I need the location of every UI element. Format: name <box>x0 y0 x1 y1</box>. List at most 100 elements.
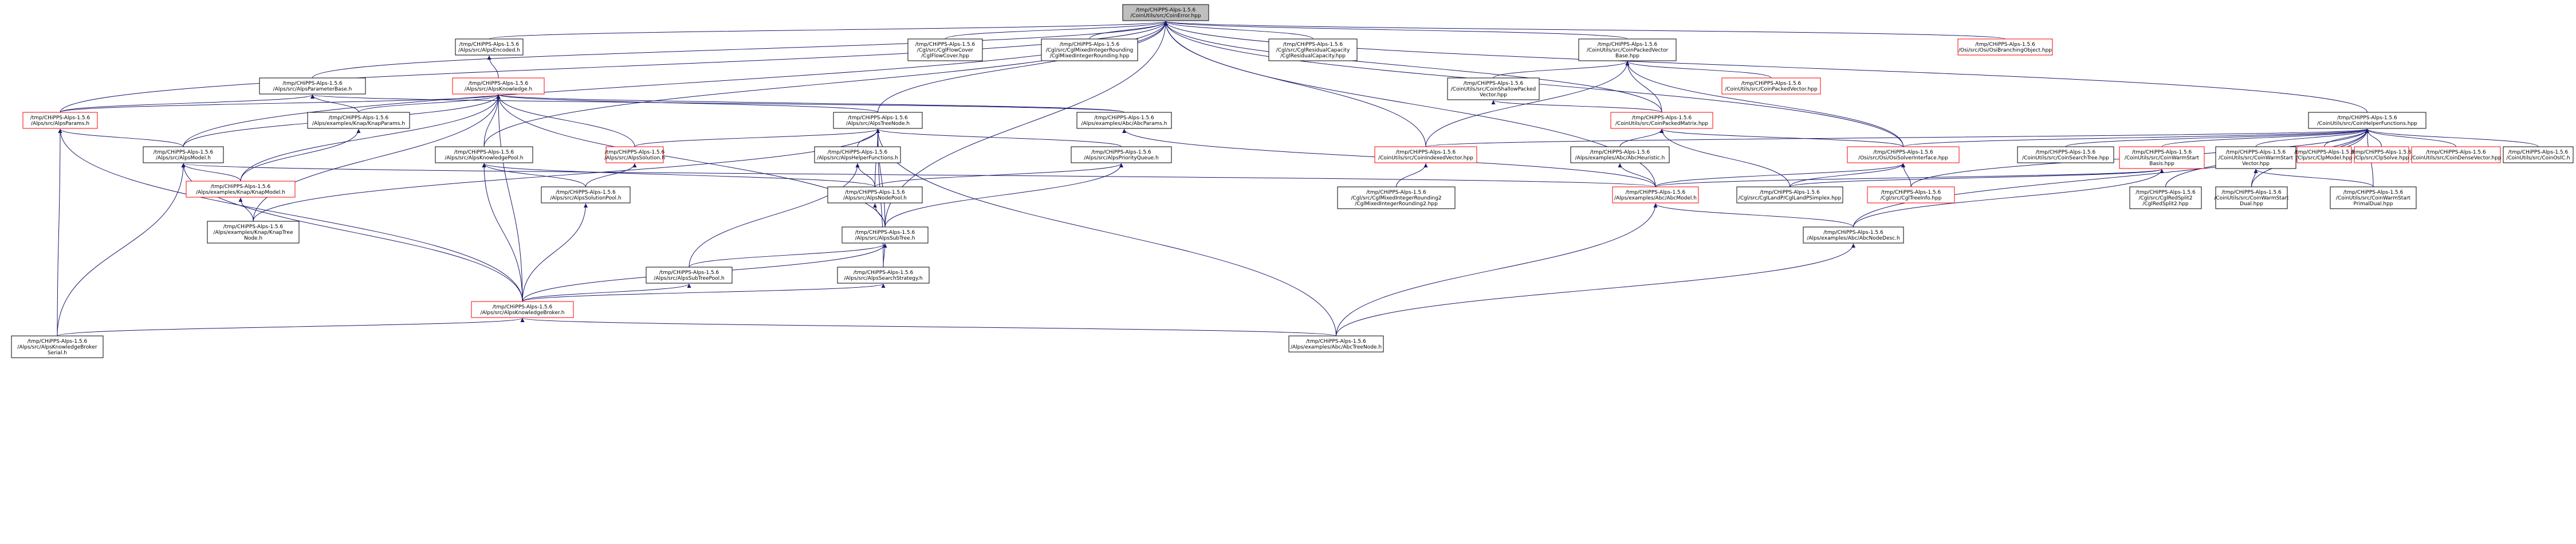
node-label-line: /Alps/examples/Abc/AbcHeuristic.h <box>1575 155 1665 161</box>
graph-node[interactable]: /tmp/CHiPPS-Alps-1.5.6/Alps/src/AlpsSolu… <box>604 146 665 163</box>
include-edge <box>57 318 525 336</box>
graph-node[interactable]: /tmp/CHiPPS-Alps-1.5.6/Alps/src/AlpsKnow… <box>452 77 545 95</box>
node-label-line: Vector.hpp <box>1480 92 1507 98</box>
graph-node[interactable]: /tmp/CHiPPS-Alps-1.5.6/Alps/examples/Abc… <box>1076 112 1172 129</box>
graph-node[interactable]: /tmp/CHiPPS-Alps-1.5.6/Osi/src/Osi/OsiBr… <box>1957 38 2053 56</box>
graph-node[interactable]: /tmp/CHiPPS-Alps-1.5.6/Osi/src/Osi/OsiSo… <box>1847 146 1960 163</box>
include-edge <box>1425 128 2369 147</box>
node-box <box>307 112 410 129</box>
graph-node[interactable]: /tmp/CHiPPS-Alps-1.5.6/Alps/examples/Kna… <box>307 112 410 129</box>
include-edge <box>60 94 314 113</box>
node-label-line: /Alps/src/AlpsEncoded.h <box>458 48 520 53</box>
graph-node[interactable]: /tmp/CHiPPS-Alps-1.5.6/Alps/src/AlpsSubT… <box>841 226 929 244</box>
node-label-line: /Clp/src/ClpSolve.hpp <box>2354 155 2409 161</box>
include-edge <box>482 163 875 187</box>
graph-node[interactable]: /tmp/CHiPPS-Alps-1.5.6/CoinUtils/src/Coi… <box>2308 112 2426 129</box>
graph-node[interactable]: /tmp/CHiPPS-Alps-1.5.6/Alps/examples/Abc… <box>1612 186 1699 203</box>
node-box <box>259 77 366 95</box>
graph-node[interactable]: /tmp/CHiPPS-Alps-1.5.6/CoinUtils/src/Coi… <box>1578 38 1677 61</box>
graph-node[interactable]: /tmp/CHiPPS-Alps-1.5.6/Alps/examples/Kna… <box>186 181 296 198</box>
graph-node: /tmp/CHiPPS-Alps-1.5.6/CoinUtils/src/Coi… <box>1122 4 1209 21</box>
graph-node[interactable]: /tmp/CHiPPS-Alps-1.5.6/CoinUtils/src/Coi… <box>1374 146 1477 163</box>
include-edge <box>1625 61 1662 113</box>
graph-node[interactable]: /tmp/CHiPPS-Alps-1.5.6/Alps/src/AlpsSear… <box>837 267 930 284</box>
node-label-line: /Cgl/src/CglFlowCover <box>917 48 973 53</box>
graph-node[interactable]: /tmp/CHiPPS-Alps-1.5.6/CoinUtils/src/Coi… <box>2119 146 2205 169</box>
graph-node[interactable]: /tmp/CHiPPS-Alps-1.5.6/Cgl/src/CglMixedI… <box>1041 38 1138 61</box>
node-label-line: /tmp/CHiPPS-Alps-1.5.6 <box>828 150 888 155</box>
node-label-line: /tmp/CHiPPS-Alps-1.5.6 <box>469 81 529 87</box>
graph-node[interactable]: /tmp/CHiPPS-Alps-1.5.6/Alps/src/AlpsKnow… <box>11 335 104 358</box>
node-label-line: /Alps/src/AlpsParameterBase.h <box>273 87 352 92</box>
node-label-line: /tmp/CHiPPS-Alps-1.5.6 <box>454 150 514 155</box>
graph-node[interactable]: /tmp/CHiPPS-Alps-1.5.6/CoinUtils/src/Coi… <box>1447 77 1540 100</box>
include-edge <box>310 94 1124 113</box>
graph-node[interactable]: /tmp/CHiPPS-Alps-1.5.6/Alps/src/AlpsTree… <box>833 112 923 129</box>
include-edge <box>522 203 588 302</box>
graph-node[interactable]: /tmp/CHiPPS-Alps-1.5.6/CoinUtils/src/Coi… <box>2410 146 2502 163</box>
node-label-line: /Alps/src/AlpsTreeNode.h <box>846 121 910 127</box>
graph-node[interactable]: /tmp/CHiPPS-Alps-1.5.6/Alps/src/AlpsKnow… <box>471 301 574 318</box>
graph-node[interactable]: /tmp/CHiPPS-Alps-1.5.6/Alps/src/AlpsSubT… <box>646 267 733 284</box>
include-edge <box>1618 163 1656 187</box>
graph-node[interactable]: /tmp/CHiPPS-Alps-1.5.6/Alps/src/AlpsPara… <box>259 77 366 95</box>
node-label-line: /CoinUtils/src/CoinOslC.h <box>2506 155 2570 161</box>
incomplete-node-box <box>1847 146 1960 163</box>
include-edge <box>689 163 860 268</box>
graph-node[interactable]: /tmp/CHiPPS-Alps-1.5.6/CoinUtils/src/Coi… <box>2330 186 2417 209</box>
node-label-line: /tmp/CHiPPS-Alps-1.5.6 <box>1060 42 1120 48</box>
graph-node[interactable]: /tmp/CHiPPS-Alps-1.5.6/Cgl/src/CglMixedI… <box>1337 186 1456 209</box>
node-label-line: /tmp/CHiPPS-Alps-1.5.6 <box>1464 81 1524 87</box>
graph-node[interactable]: /tmp/CHiPPS-Alps-1.5.6/CoinUtils/src/Coi… <box>2214 186 2289 209</box>
graph-node[interactable]: /tmp/CHiPPS-Alps-1.5.6/CoinUtils/src/Coi… <box>2503 146 2574 163</box>
graph-node[interactable]: /tmp/CHiPPS-Alps-1.5.6/CoinUtils/src/Coi… <box>2017 146 2114 163</box>
include-edge <box>240 94 501 182</box>
node-label-line: /CoinUtils/src/CoinPackedVector.hpp <box>1725 87 1818 92</box>
include-edge <box>1903 128 2369 147</box>
graph-node[interactable]: /tmp/CHiPPS-Alps-1.5.6/Alps/src/AlpsSolu… <box>541 186 631 203</box>
include-edge <box>522 283 691 302</box>
node-label-line: /Cgl/src/CglResidualCapacity <box>1276 48 1350 53</box>
include-edge <box>240 128 361 182</box>
node-label-line: /Alps/examples/Abc/AbcModel.h <box>1614 195 1697 201</box>
graph-node[interactable]: /tmp/CHiPPS-Alps-1.5.6/CoinUtils/src/Coi… <box>1721 77 1821 95</box>
graph-node[interactable]: /tmp/CHiPPS-Alps-1.5.6/CoinUtils/src/Coi… <box>2215 146 2296 169</box>
graph-node[interactable]: /tmp/CHiPPS-Alps-1.5.6/Cgl/src/CglRedSpl… <box>2129 186 2202 209</box>
graph-node[interactable]: /tmp/CHiPPS-Alps-1.5.6/Alps/examples/Kna… <box>207 221 300 244</box>
node-label-line: /Alps/src/AlpsSubTreePool.h <box>654 276 724 281</box>
node-label-line: /Clp/src/ClpModel.hpp <box>2296 155 2353 161</box>
graph-node[interactable]: /tmp/CHiPPS-Alps-1.5.6/Cgl/src/CglFlowCo… <box>907 38 983 61</box>
graph-node[interactable]: /tmp/CHiPPS-Alps-1.5.6/Cgl/src/CglLandP/… <box>1736 186 1843 203</box>
graph-node[interactable]: /tmp/CHiPPS-Alps-1.5.6/Alps/examples/Abc… <box>1288 335 1384 353</box>
node-label-line: /CoinUtils/src/CoinIndexedVector.hpp <box>1378 155 1473 161</box>
graph-node[interactable]: /tmp/CHiPPS-Alps-1.5.6/Alps/src/AlpsNode… <box>827 186 923 203</box>
node-label-line: /CglMixedIntegerRounding.hpp <box>1050 53 1130 59</box>
graph-node[interactable]: /tmp/CHiPPS-Alps-1.5.6/Alps/src/AlpsPara… <box>22 112 98 129</box>
node-label-line: /tmp/CHiPPS-Alps-1.5.6 <box>2132 150 2192 155</box>
include-edge <box>496 94 878 113</box>
graph-node[interactable]: /tmp/CHiPPS-Alps-1.5.6/Alps/examples/Abc… <box>1803 226 1904 244</box>
graph-node[interactable]: /tmp/CHiPPS-Alps-1.5.6/Alps/src/AlpsHelp… <box>814 146 901 163</box>
node-label-line: /Alps/src/AlpsParams.h <box>31 121 89 127</box>
graph-node[interactable]: /tmp/CHiPPS-Alps-1.5.6/Alps/examples/Abc… <box>1570 146 1670 163</box>
incomplete-node-box <box>1721 77 1821 95</box>
node-label-line: /CoinUtils/src/CoinWarmStart <box>2125 155 2200 161</box>
graph-node[interactable]: /tmp/CHiPPS-Alps-1.5.6/Alps/src/AlpsPrio… <box>1071 146 1172 163</box>
node-label-line: /tmp/CHiPPS-Alps-1.5.6 <box>1881 190 1941 195</box>
node-label-line: /Alps/src/AlpsKnowledgePool.h <box>445 155 523 161</box>
node-label-line: /tmp/CHiPPS-Alps-1.5.6 <box>1760 190 1820 195</box>
node-box <box>435 146 533 163</box>
graph-node[interactable]: /tmp/CHiPPS-Alps-1.5.6/Alps/src/AlpsKnow… <box>435 146 533 163</box>
graph-node[interactable]: /tmp/CHiPPS-Alps-1.5.6/Alps/src/AlpsMode… <box>143 146 224 163</box>
graph-node[interactable]: /tmp/CHiPPS-Alps-1.5.6/Clp/src/ClpSolve.… <box>2351 146 2412 163</box>
graph-node[interactable]: /tmp/CHiPPS-Alps-1.5.6/Clp/src/ClpModel.… <box>2294 146 2354 163</box>
graph-node[interactable]: /tmp/CHiPPS-Alps-1.5.6/Cgl/src/CglTreeIn… <box>1867 186 1955 203</box>
include-edge <box>57 128 62 336</box>
include-edge <box>2253 169 2374 187</box>
graph-node[interactable]: /tmp/CHiPPS-Alps-1.5.6/Cgl/src/CglResidu… <box>1268 38 1358 61</box>
graph-node[interactable]: /tmp/CHiPPS-Alps-1.5.6/CoinUtils/src/Coi… <box>1610 112 1713 129</box>
node-label-line: /tmp/CHiPPS-Alps-1.5.6 <box>1975 42 2035 48</box>
node-box <box>837 267 930 284</box>
node-layer: /tmp/CHiPPS-Alps-1.5.6/CoinUtils/src/Coi… <box>11 4 2574 358</box>
graph-node[interactable]: /tmp/CHiPPS-Alps-1.5.6/Alps/src/AlpsEnco… <box>455 38 524 56</box>
